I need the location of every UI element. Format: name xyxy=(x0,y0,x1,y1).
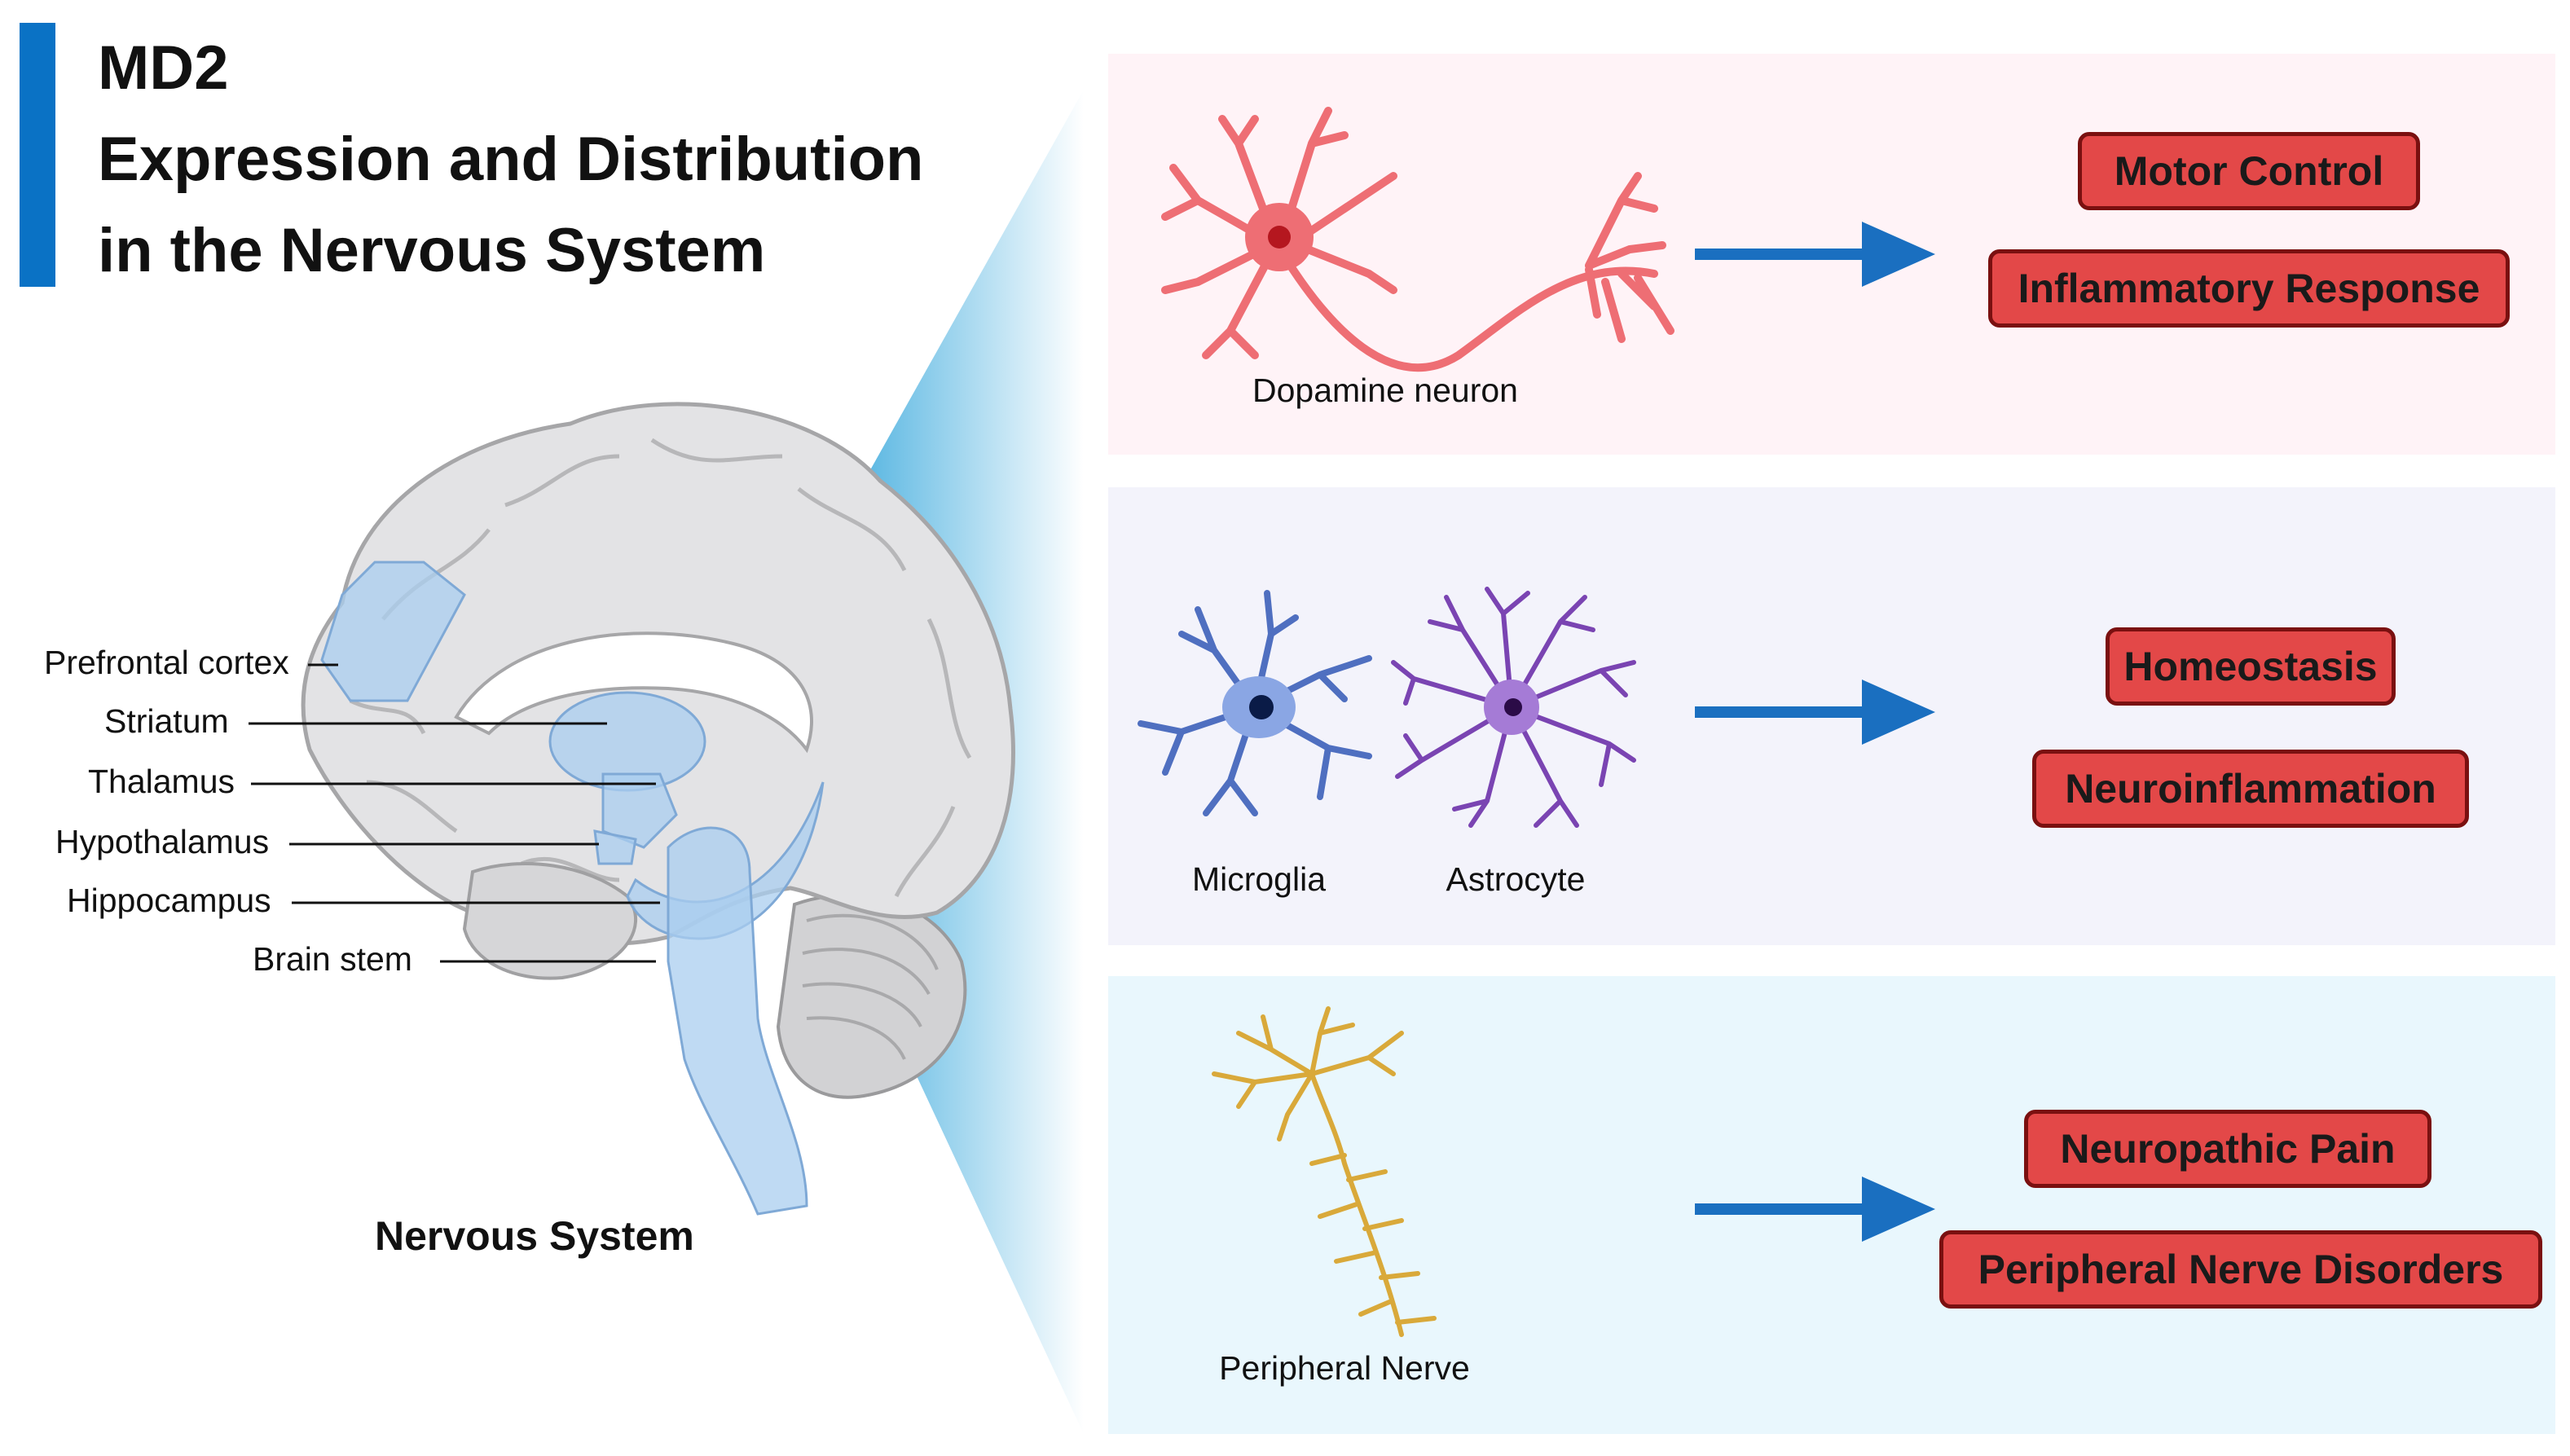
prefrontal-cortex-region xyxy=(320,561,466,702)
leader-lines xyxy=(249,663,660,963)
outcome-peripheral-nerve-disorders: Peripheral Nerve Disorders xyxy=(1939,1230,2542,1309)
label-hypothalamus: Hypothalamus xyxy=(55,823,270,860)
outcome-inflammatory-response: Inflammatory Response xyxy=(1988,249,2510,328)
cell-label-peripheral-nerve: Peripheral Nerve xyxy=(1219,1349,1470,1387)
panel-peripheral: Peripheral Nerve Neuropathic Pain Periph… xyxy=(1108,976,2555,1434)
dopamine-neuron-icon xyxy=(1161,107,1674,372)
page-title: MD2 Expression and Distribution in the N… xyxy=(98,23,1076,297)
brain-stem-region xyxy=(667,826,808,1216)
hypothalamus-region xyxy=(593,829,637,865)
astrocyte-icon xyxy=(1391,587,1636,828)
panel-glia: Microglia Astrocyte Homeostasis Neuroinf… xyxy=(1108,487,2555,945)
peripheral-nerve-icon xyxy=(1212,1006,1437,1337)
label-striatum: Striatum xyxy=(104,702,229,740)
cerebrum xyxy=(301,402,1015,980)
title-accent-bar xyxy=(20,23,55,287)
cerebellum xyxy=(776,893,967,1099)
title-line-3: in the Nervous System xyxy=(98,216,766,285)
title-line-1: MD2 xyxy=(98,33,229,103)
panel-dopamine: Dopamine neuron Motor Control Inflammato… xyxy=(1108,54,2555,455)
arrow-panel-1 xyxy=(1695,222,1939,287)
outcome-motor-control: Motor Control xyxy=(2078,132,2420,210)
arrow-panel-3 xyxy=(1695,1177,1939,1242)
cell-label-dopamine-neuron: Dopamine neuron xyxy=(1252,372,1518,409)
microglia-icon xyxy=(1138,590,1372,816)
outcome-neuroinflammation: Neuroinflammation xyxy=(2032,750,2469,828)
title-line-2: Expression and Distribution xyxy=(98,125,924,194)
label-brain-stem: Brain stem xyxy=(253,940,412,978)
cell-label-astrocyte: Astrocyte xyxy=(1446,860,1586,898)
label-hippocampus: Hippocampus xyxy=(67,882,271,919)
thalamus-region xyxy=(601,772,678,849)
outcome-homeostasis: Homeostasis xyxy=(2106,627,2396,706)
highlighted-regions xyxy=(320,561,825,1216)
cell-label-microglia: Microglia xyxy=(1191,860,1327,898)
outcome-neuropathic-pain: Neuropathic Pain xyxy=(2024,1110,2431,1188)
arrow-panel-2 xyxy=(1695,680,1939,745)
label-prefrontal-cortex: Prefrontal cortex xyxy=(44,644,289,681)
brain-caption: Nervous System xyxy=(375,1213,694,1259)
label-thalamus: Thalamus xyxy=(88,763,235,800)
